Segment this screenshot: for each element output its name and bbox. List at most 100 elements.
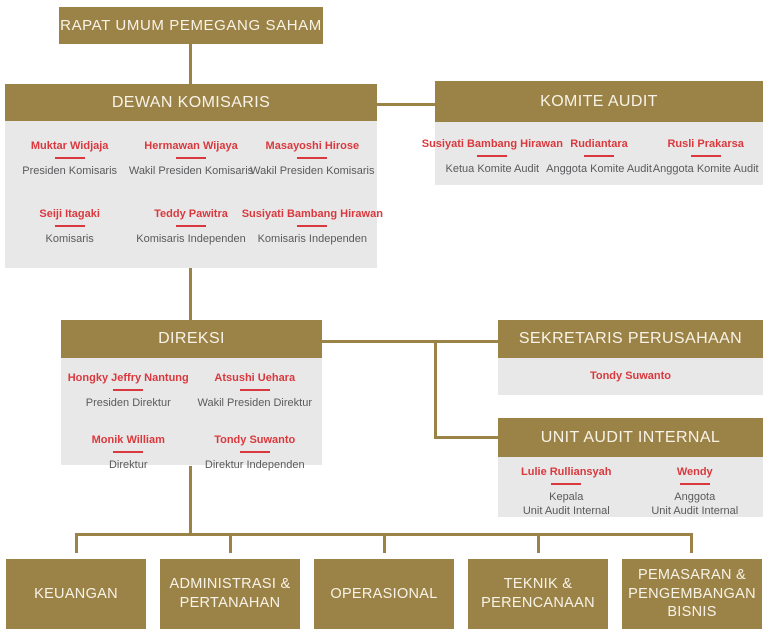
name-underline [239,451,270,453]
node-sekretaris-perusahaan-header: SEKRETARIS PERUSAHAAN [498,320,763,358]
node-komite-audit-header: KOMITE AUDIT [435,81,763,122]
person-name: Tondy Suwanto [589,370,672,382]
person-title: Komisaris [45,233,94,245]
name-underline [690,155,721,157]
connector-stub-teknik [537,533,540,553]
person-name: Muktar Widjaja [30,140,109,152]
connector-branch-unit-audit [434,436,498,439]
person-card: Hongky Jeffry Nantung Presiden Direktur [65,372,192,410]
connector-direksi-sekretaris [322,340,498,343]
person-card: Susiyati Bambang Hirawan Ketua Komite Au… [422,138,563,176]
node-division-teknik-perencanaan: TEKNIK & PERENCANAAN [468,559,608,629]
person-card: Teddy Pawitra Komisaris Independen [130,208,251,246]
connector-rups-dewan [189,44,192,84]
person-card: Atsushi Uehara Wakil Presiden Direktur [192,372,319,410]
node-division-keuangan: KEUANGAN [6,559,146,629]
division-label: ADMINISTRASI & PERTANAHAN [169,576,291,611]
section-title: KOMITE AUDIT [540,92,658,110]
person-name: Susiyati Bambang Hirawan [241,208,383,220]
person-title: Komisaris Independen [257,233,368,245]
name-underline [113,389,144,391]
connector-dewan-komite [377,103,435,106]
node-unit-audit-internal-body: Lulie Rulliansyah Kepala Unit Audit Inte… [498,457,763,517]
node-dewan-komisaris-header: DEWAN KOMISARIS [5,84,377,121]
connector-stub-operasional [383,533,386,553]
person-name: Hongky Jeffry Nantung [67,372,189,384]
person-name: Wendy [676,466,713,478]
person-card: Rudiantara Anggota Komite Audit [546,138,653,176]
node-division-administrasi-pertanahan: ADMINISTRASI & PERTANAHAN [160,559,300,629]
person-name: Hermawan Wijaya [144,140,238,152]
division-label: OPERASIONAL [330,585,438,602]
section-title: SEKRETARIS PERUSAHAAN [518,330,743,347]
name-underline [477,155,508,157]
division-label: PEMASARAN & PENGEMBANGAN BISNIS [628,566,756,621]
name-underline [54,157,85,159]
person-title: Ketua Komite Audit [445,163,540,175]
person-title: Wakil Presiden Direktur [197,397,312,409]
person-card: Monik William Direktur [65,434,192,472]
name-underline [175,157,206,159]
name-underline [679,483,710,485]
connector-stub-administrasi [229,533,232,553]
person-title: Wakil Presiden Komisaris [128,165,254,177]
name-underline [239,389,270,391]
name-underline [551,483,582,485]
person-title: Presiden Direktur [85,397,171,409]
node-dewan-komisaris-body: Muktar Widjaja Presiden Komisaris Hermaw… [5,121,383,268]
node-komite-audit-body: Susiyati Bambang Hirawan Ketua Komite Au… [422,122,763,185]
person-title: Anggota Komite Audit [546,163,652,175]
person-card: Lulie Rulliansyah Kepala Unit Audit Inte… [502,466,631,518]
person-title: Kepala Unit Audit Internal [522,491,610,517]
connector-dewan-direksi [189,268,192,320]
name-underline [54,225,85,227]
name-underline [584,155,614,157]
person-name: Tondy Suwanto [214,434,296,446]
division-label: TEKNIK & PERENCANAAN [481,576,595,611]
person-name: Masayoshi Hirose [265,140,360,152]
person-card: Masayoshi Hirose Wakil Presiden Komisari… [250,140,375,178]
node-direksi-body: Hongky Jeffry Nantung Presiden Direktur … [61,358,322,471]
person-name: Seiji Itagaki [39,208,100,220]
section-title: DIREKSI [158,330,225,347]
node-rapat-umum-pemegang-saham: RAPAT UMUM PEMEGANG SAHAM [59,7,323,44]
person-name: Rudiantara [570,138,628,150]
node-division-operasional: OPERASIONAL [314,559,454,629]
person-card: Rusli Prakarsa Anggota Komite Audit [652,138,759,176]
person-name: Lulie Rulliansyah [521,466,612,478]
person-card: Susiyati Bambang Hirawan Komisaris Indep… [242,208,383,246]
section-title: UNIT AUDIT INTERNAL [540,428,721,446]
person-title: Presiden Komisaris [22,165,118,177]
name-underline [297,225,328,227]
connector-stub-pemasaran [690,533,693,553]
person-card: Seiji Itagaki Komisaris [9,208,130,246]
person-title: Direktur Independen [204,459,305,471]
person-name: Atsushi Uehara [214,372,296,384]
node-division-pemasaran-pengembangan-bisnis: PEMASARAN & PENGEMBANGAN BISNIS [622,559,762,629]
person-card: Wendy Anggota Unit Audit Internal [631,466,760,518]
person-title: Wakil Presiden Komisaris [250,165,375,177]
node-unit-audit-internal-header: UNIT AUDIT INTERNAL [498,418,763,457]
name-underline [113,451,144,453]
person-card: Tondy Suwanto Direktur Independen [192,434,319,472]
node-direksi-header: DIREKSI [61,320,322,358]
division-label: KEUANGAN [34,585,118,602]
person-card: Hermawan Wijaya Wakil Presiden Komisaris [128,140,254,178]
node-sekretaris-perusahaan-body: Tondy Suwanto [498,358,763,395]
connector-branch-vertical [434,340,437,439]
person-name: Teddy Pawitra [154,208,228,220]
person-name: Monik William [91,434,165,446]
person-name: Rusli Prakarsa [667,138,744,150]
connector-stub-keuangan [75,533,78,553]
person-title: Komisaris Independen [136,233,246,245]
connector-direksi-divisions [189,466,192,536]
person-card: Muktar Widjaja Presiden Komisaris [9,140,130,178]
person-title: Direktur [108,459,148,471]
node-title: RAPAT UMUM PEMEGANG SAHAM [60,17,322,34]
person-title: Anggota Komite Audit [652,163,759,175]
section-title: DEWAN KOMISARIS [111,93,271,111]
person-name: Susiyati Bambang Hirawan [421,138,563,150]
name-underline [297,157,328,159]
name-underline [175,225,206,227]
